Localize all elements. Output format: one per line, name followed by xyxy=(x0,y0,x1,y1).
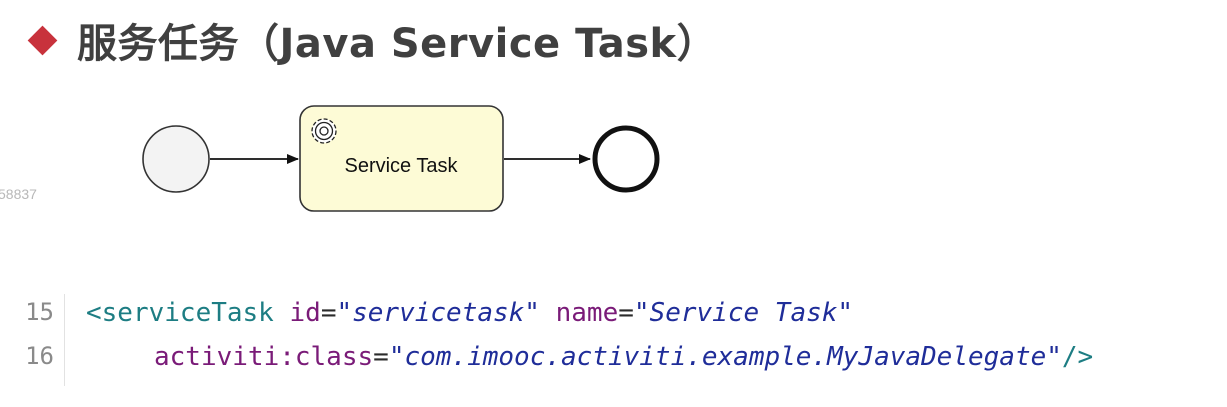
xml-attr-name: id xyxy=(289,298,321,328)
xml-tag-close: /> xyxy=(1061,342,1094,372)
xml-attr-value: "com.imooc.activiti.example.MyJavaDelega… xyxy=(388,342,1062,372)
service-task: Service Task xyxy=(299,105,504,212)
page-title: 服务任务（Java Service Task） xyxy=(77,21,718,67)
xml-equals: = xyxy=(320,298,337,328)
xml-equals: = xyxy=(373,342,389,372)
line-number: 16 xyxy=(25,342,54,370)
bpmn-diagram: Service Task xyxy=(142,105,660,212)
code-block: 15 16 <serviceTask id="servicetask" name… xyxy=(0,294,1227,386)
code-line: activiti:class="com.imooc.activiti.examp… xyxy=(154,342,1093,372)
diamond-bullet-icon xyxy=(27,25,58,55)
xml-tag-open: <serviceTask xyxy=(86,298,274,328)
xml-attr-name: activiti:class xyxy=(154,342,374,372)
start-event xyxy=(142,125,210,193)
line-number-gutter: 15 16 xyxy=(0,294,65,386)
gear-icon xyxy=(311,118,337,144)
code-line: <serviceTask id="servicetask" name="Serv… xyxy=(86,298,853,328)
service-task-label: Service Task xyxy=(344,155,458,177)
line-number: 15 xyxy=(25,298,54,326)
watermark-text: 58837 xyxy=(0,186,37,202)
end-event xyxy=(592,125,660,193)
xml-attr-name: name xyxy=(555,298,619,328)
xml-equals: = xyxy=(618,298,634,328)
xml-attr-value: "Service Task" xyxy=(633,298,854,328)
slide-title: 服务任务（Java Service Task） xyxy=(26,10,717,70)
xml-attr-value: "servicetask" xyxy=(336,298,540,328)
